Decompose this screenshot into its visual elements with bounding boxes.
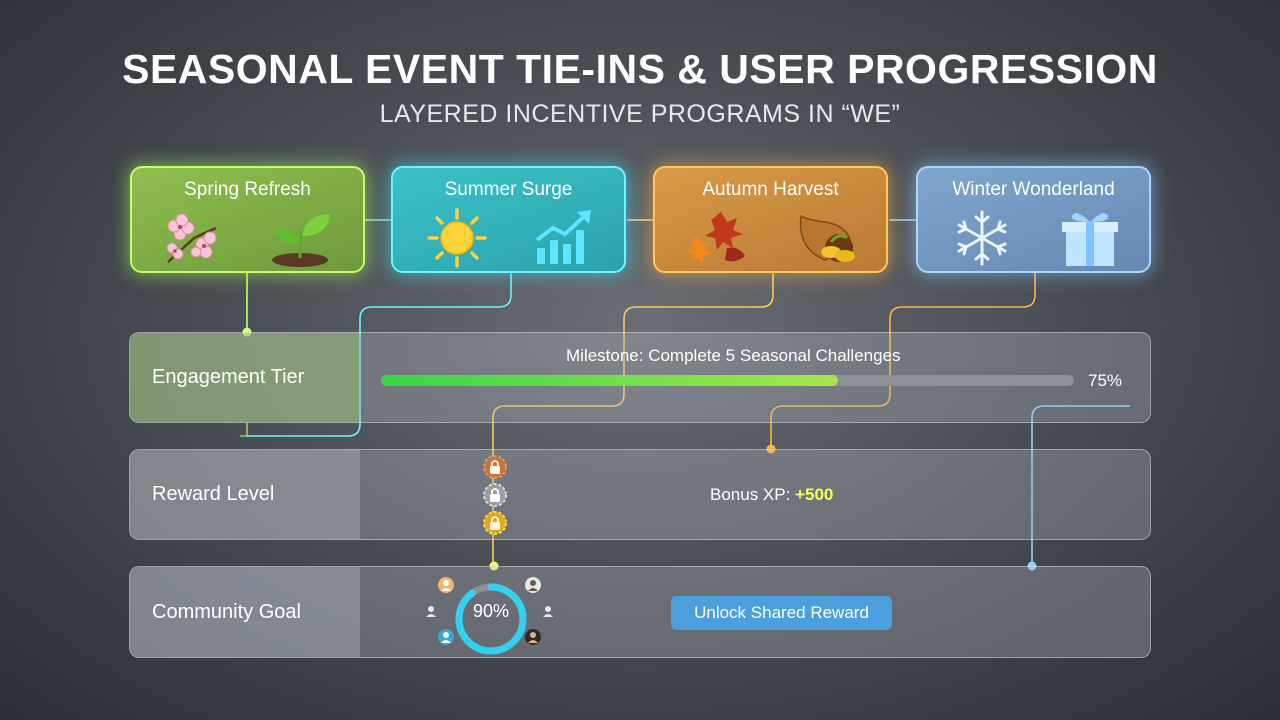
cherry-blossom-icon [160, 208, 224, 268]
reward-level-label: Reward Level [130, 450, 360, 539]
season-label: Spring Refresh [184, 179, 311, 200]
user-avatar-icon [540, 603, 556, 619]
user-avatar-icon [438, 629, 454, 645]
user-avatar-icon [525, 577, 541, 593]
unlock-shared-reward-button[interactable]: Unlock Shared Reward [671, 596, 892, 630]
sun-icon [425, 208, 489, 268]
page-subtitle: LAYERED INCENTIVE PROGRAMS IN “WE” [379, 100, 901, 128]
gift-icon [1058, 208, 1122, 268]
user-avatar-icon [438, 577, 454, 593]
reward-level-row: Reward Level Bonus XP: +500 [129, 449, 1151, 540]
gold-lock-badge-icon [482, 510, 508, 536]
community-progress-percent: 90% [472, 601, 510, 621]
silver-lock-badge-icon [482, 482, 508, 508]
engagement-tier-row: Engagement Tier Milestone: Complete 5 Se… [129, 332, 1151, 423]
snowflake-icon [950, 208, 1014, 268]
user-avatar-icon [423, 603, 439, 619]
user-avatar-icon [525, 629, 541, 645]
community-progress-ring [455, 583, 527, 655]
bonus-xp-text: Bonus XP: +500 [710, 485, 833, 505]
season-card-spring[interactable]: Spring Refresh [130, 166, 365, 273]
fallen-leaves-icon [685, 208, 749, 268]
season-label: Winter Wonderland [952, 179, 1115, 200]
page-title: SEASONAL EVENT TIE-INS & USER PROGRESSIO… [122, 46, 1158, 92]
season-card-summer[interactable]: Summer Surge [391, 166, 626, 273]
milestone-progress-bar [381, 375, 1074, 386]
community-goal-row: Community Goal 90% Unlock Shared Reward [129, 566, 1151, 658]
season-label: Autumn Harvest [702, 179, 839, 200]
growth-chart-icon [533, 208, 597, 268]
community-goal-label: Community Goal [130, 567, 360, 657]
bronze-lock-badge-icon [482, 454, 508, 480]
engagement-tier-label: Engagement Tier [130, 333, 360, 422]
milestone-progress-fill [381, 375, 839, 386]
bonus-xp-value: +500 [795, 485, 834, 504]
season-card-winter[interactable]: Winter Wonderland [916, 166, 1151, 273]
season-label: Summer Surge [444, 179, 573, 200]
bonus-xp-label: Bonus XP: [710, 485, 796, 504]
cornucopia-icon [795, 208, 859, 268]
milestone-percent: 75% [1088, 371, 1123, 390]
season-card-autumn[interactable]: Autumn Harvest [653, 166, 888, 273]
seedling-icon [270, 208, 334, 268]
milestone-text: Milestone: Complete 5 Seasonal Challenge… [566, 346, 901, 365]
